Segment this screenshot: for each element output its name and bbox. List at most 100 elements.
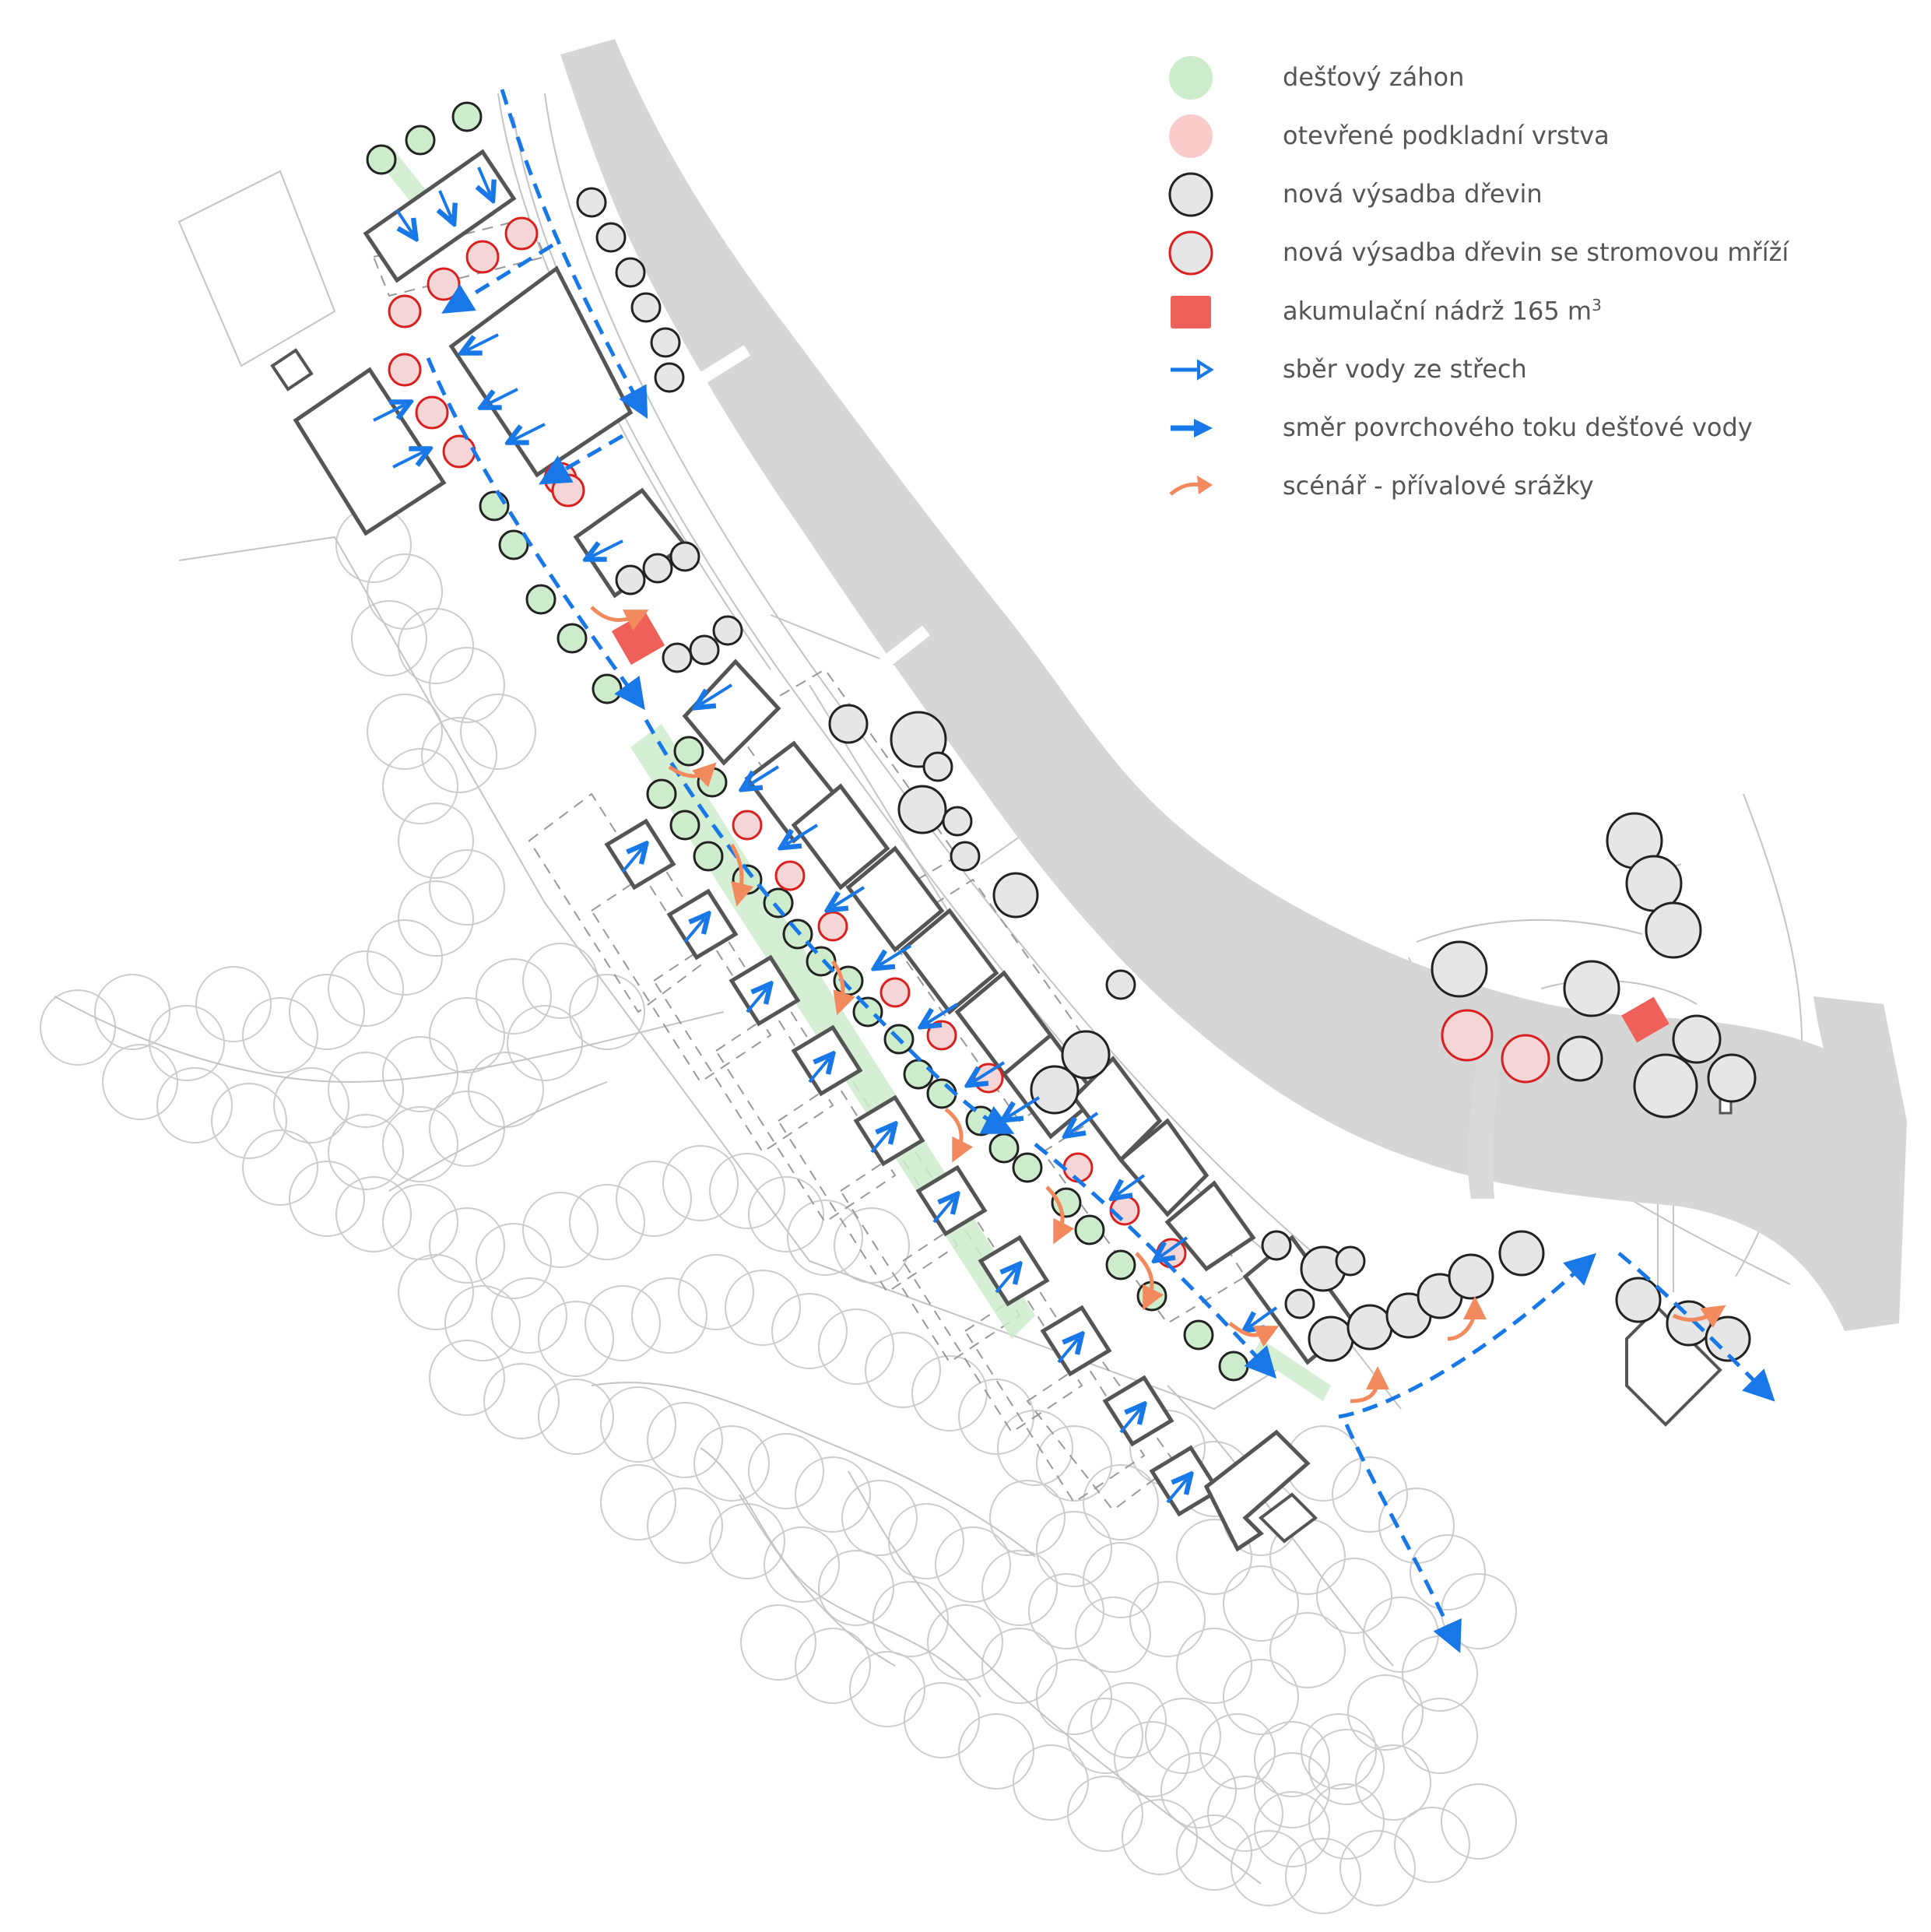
existing-tree xyxy=(1402,1635,1478,1712)
storm-scenario-arrow xyxy=(1135,1252,1164,1311)
roof-collection-arrow xyxy=(870,1129,891,1154)
tree-rain-garden xyxy=(451,101,483,132)
existing-tree xyxy=(787,1200,863,1276)
tree xyxy=(1707,1053,1757,1103)
existing-tree xyxy=(538,1379,614,1455)
tree-with-grate xyxy=(926,1020,957,1051)
roof-collection-arrow xyxy=(1070,1112,1099,1133)
building xyxy=(270,348,314,392)
parcel xyxy=(886,878,1107,1122)
tree-with-grate xyxy=(1062,1152,1094,1183)
existing-tree xyxy=(421,717,497,793)
existing-tree xyxy=(1114,1721,1190,1797)
roof-collection-arrow xyxy=(621,848,642,873)
existing-tree xyxy=(569,974,645,1050)
roof-collection-arrow xyxy=(467,333,499,350)
existing-tree xyxy=(888,1503,964,1579)
tree xyxy=(654,362,685,393)
existing-tree xyxy=(725,1270,801,1346)
existing-tree xyxy=(818,1308,894,1385)
existing-tree xyxy=(709,1153,785,1229)
legend-item-rain-garden: dešťový záhon xyxy=(1167,54,1868,113)
existing-tree xyxy=(1176,1628,1252,1704)
legend-item-roof-collection: sběr vody ze střech xyxy=(1167,346,1868,405)
existing-tree xyxy=(740,1604,816,1681)
existing-tree xyxy=(1207,1776,1283,1852)
tree xyxy=(712,615,743,646)
existing-tree xyxy=(709,1503,785,1579)
roof-collection-arrow xyxy=(747,765,780,786)
existing-tree xyxy=(1145,1698,1221,1774)
tree xyxy=(922,751,953,782)
tree-rain-garden xyxy=(405,125,436,156)
roof-collection-arrow xyxy=(879,944,912,965)
roof-collection-arrow xyxy=(1119,1409,1140,1434)
legend-label: dešťový záhon xyxy=(1283,62,1465,92)
existing-tree xyxy=(1176,1814,1252,1891)
legend-item-new-trees: nová výsadba dřevin xyxy=(1167,171,1868,230)
tree-with-grate xyxy=(465,240,500,274)
roof-collection-arrow xyxy=(808,1059,829,1084)
legend-label: nová výsadba dřevin se stromovou mříží xyxy=(1283,237,1789,267)
existing-tree xyxy=(242,997,318,1073)
existing-tree xyxy=(981,1628,1058,1704)
existing-tree xyxy=(1036,1511,1112,1587)
tank-label-superscript: 3 xyxy=(1592,296,1602,314)
existing-tree xyxy=(429,1340,505,1416)
existing-tree xyxy=(367,553,443,630)
roof-collection-arrow xyxy=(592,539,623,557)
new-trees xyxy=(366,101,1757,1382)
tree-rain-garden xyxy=(646,778,677,810)
tree xyxy=(992,872,1039,919)
existing-tree xyxy=(1067,1776,1143,1852)
existing-tree xyxy=(795,1628,871,1704)
existing-tree xyxy=(367,694,443,770)
building xyxy=(293,367,447,536)
existing-tree xyxy=(429,647,505,723)
existing-tree xyxy=(600,1386,676,1463)
tree xyxy=(1061,1030,1111,1080)
roof-collection-arrow xyxy=(973,1061,1006,1082)
side-road-right xyxy=(1813,996,1907,1144)
tree-circle-icon xyxy=(1168,172,1213,217)
road-spur xyxy=(1467,1043,1502,1199)
tree-with-grate xyxy=(817,911,848,942)
existing-tree xyxy=(1036,1425,1112,1502)
tree-with-grate xyxy=(388,294,422,328)
existing-tree xyxy=(911,1355,988,1431)
existing-tree xyxy=(507,1005,583,1081)
solid-arrow-icon xyxy=(1171,419,1213,437)
roof-collection-arrow xyxy=(440,190,451,218)
tree xyxy=(1633,1053,1698,1119)
curved-storm-arrow-icon xyxy=(1169,476,1213,496)
existing-tree xyxy=(398,1254,474,1330)
existing-tree xyxy=(1402,1698,1478,1774)
existing-tree xyxy=(289,974,365,1050)
existing-tree xyxy=(1308,1783,1385,1860)
tree xyxy=(1261,1230,1292,1261)
existing-tree xyxy=(771,1293,848,1369)
existing-tree xyxy=(1254,1721,1330,1797)
roof-collection-arrow xyxy=(995,1269,1016,1294)
building xyxy=(604,818,676,890)
existing-tree xyxy=(476,1223,552,1299)
tree-rain-garden xyxy=(903,1059,934,1090)
tree-with-grate xyxy=(504,216,539,251)
existing-tree xyxy=(335,1176,412,1252)
tree-rain-garden xyxy=(525,584,556,615)
existing-tree xyxy=(748,1176,824,1252)
roads xyxy=(560,39,1907,1331)
existing-tree xyxy=(1231,1830,1307,1906)
open-subbase-swatch-icon xyxy=(1169,114,1213,158)
existing-tree xyxy=(476,958,552,1034)
existing-tree xyxy=(795,1456,871,1533)
tree xyxy=(1705,1316,1751,1362)
tree xyxy=(595,222,627,253)
tree xyxy=(642,553,673,584)
existing-tree xyxy=(662,1145,739,1221)
tree-with-grate xyxy=(774,860,806,891)
legend-label: nová výsadba dřevin xyxy=(1283,179,1543,209)
existing-tree xyxy=(1269,1612,1346,1688)
legend-label: směr povrchového toku dešťové vody xyxy=(1283,413,1753,442)
